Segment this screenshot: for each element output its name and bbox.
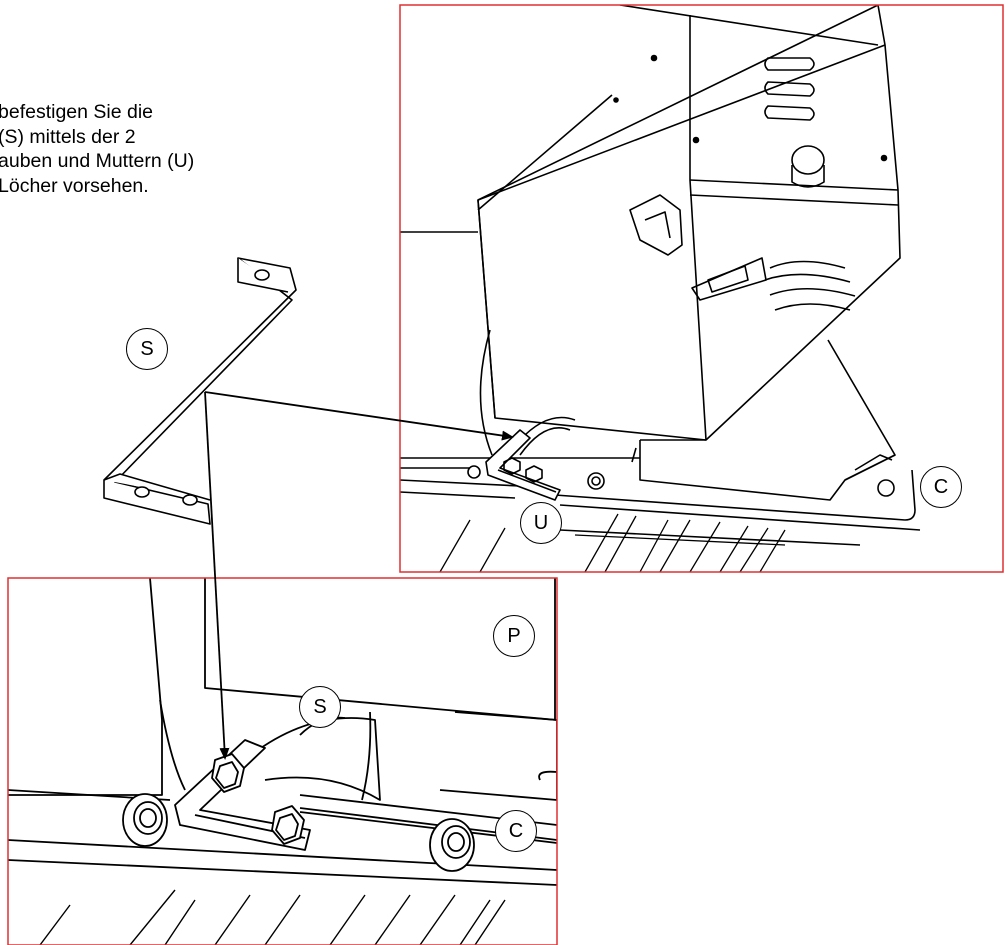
callout-component-top: C (920, 466, 962, 508)
vent-slots (764, 57, 815, 121)
arrow-to-top-detail (204, 391, 514, 441)
callout-bracket-bottom: S (299, 686, 341, 728)
angled-plate (639, 339, 896, 501)
arrow-to-bottom-detail (204, 391, 230, 760)
slats-bottom (39, 889, 506, 945)
panel-plate (8, 578, 557, 796)
callout-nut-top: U (520, 502, 562, 544)
base-rails (400, 457, 921, 546)
callout-panel-bottom: P (493, 615, 535, 657)
instruction-line-2: (S) mittels der 2 (0, 125, 136, 148)
instruction-text: befestigen Sie die (S) mittels der 2 aub… (0, 100, 194, 198)
latch (629, 194, 683, 256)
washers-bottom (122, 793, 475, 872)
bracket-installed-top (485, 429, 561, 501)
slats (439, 513, 786, 572)
instruction-line-1: befestigen Sie die (0, 101, 154, 123)
callout-component-bottom: C (495, 810, 537, 852)
instruction-line-3: auben und Muttern (U) (0, 150, 195, 172)
callout-bracket-loose: S (126, 328, 168, 370)
top-detail-frame (399, 4, 1004, 573)
knob (791, 145, 825, 188)
instruction-line-4: Löcher vorsehen. (0, 174, 149, 197)
bottom-detail-view (8, 578, 557, 945)
arrows (204, 391, 514, 760)
washers-top (467, 465, 895, 497)
loose-bracket (103, 257, 297, 525)
housing-box (477, 5, 901, 441)
top-detail-view (400, 5, 921, 572)
hex-bolts (211, 753, 305, 845)
bottom-detail-frame (7, 577, 558, 945)
grip (764, 260, 856, 311)
